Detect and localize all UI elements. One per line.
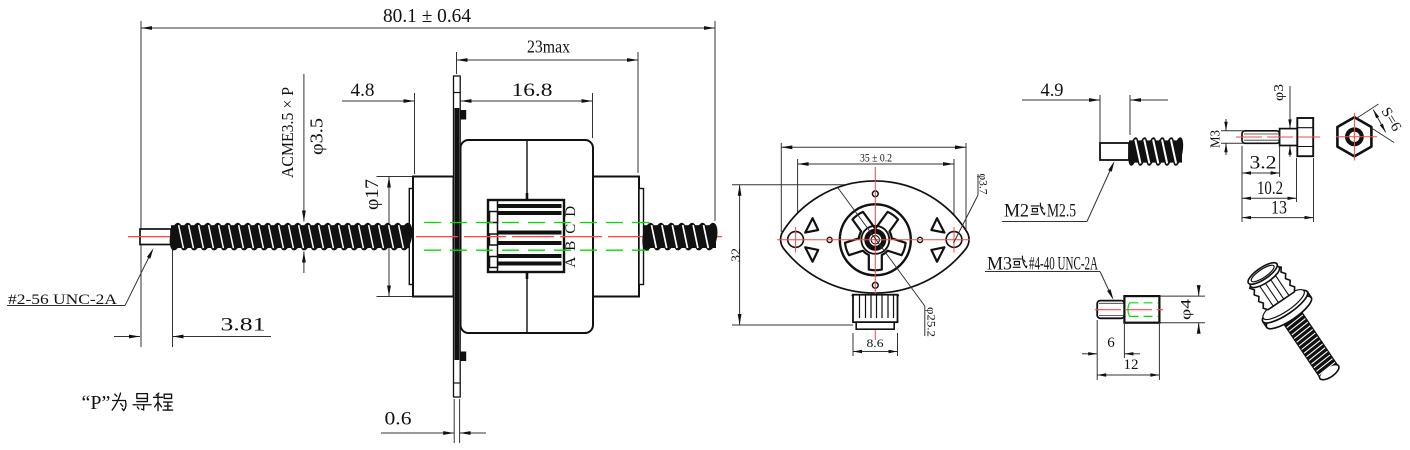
svg-text:13: 13	[1271, 199, 1287, 219]
svg-text:3.2: 3.2	[1250, 154, 1277, 174]
svg-text:φ3.5: φ3.5	[307, 118, 327, 155]
svg-text:M3: M3	[1209, 130, 1224, 148]
svg-text:80.1 ± 0.64: 80.1 ± 0.64	[383, 6, 471, 27]
svg-text:M3: M3	[987, 254, 1012, 275]
svg-text:3.81: 3.81	[221, 315, 266, 336]
svg-text:φ25.2: φ25.2	[925, 307, 939, 337]
svg-text:8.6: 8.6	[867, 336, 884, 350]
svg-text:#4-40 UNC-2A: #4-40 UNC-2A	[1029, 254, 1098, 275]
svg-text:“P”: “P”	[82, 392, 111, 414]
svg-text:6: 6	[1107, 335, 1115, 351]
svg-text:φ17: φ17	[362, 179, 383, 210]
svg-text:M2.5: M2.5	[1047, 201, 1076, 222]
svg-text:16.8: 16.8	[512, 80, 553, 101]
svg-text:32: 32	[729, 248, 743, 262]
svg-text:ACME3.5 × P: ACME3.5 × P	[278, 87, 297, 178]
svg-text:10.2: 10.2	[1257, 179, 1283, 199]
svg-text:S=6: S=6	[1378, 105, 1405, 135]
svg-text:φ3: φ3	[1272, 84, 1287, 101]
svg-text:12: 12	[1124, 357, 1139, 373]
svg-text:φ3.7: φ3.7	[977, 174, 991, 195]
svg-text:φ4: φ4	[1179, 298, 1195, 320]
svg-text:35 ± 0.2: 35 ± 0.2	[860, 153, 892, 165]
svg-text:4.9: 4.9	[1041, 80, 1064, 101]
svg-text:0.6: 0.6	[385, 409, 412, 430]
svg-text:23max: 23max	[527, 37, 570, 57]
svg-text:#2-56 UNC-2A: #2-56 UNC-2A	[8, 292, 117, 308]
svg-text:M2: M2	[1004, 201, 1029, 222]
svg-text:4.8: 4.8	[351, 80, 375, 101]
